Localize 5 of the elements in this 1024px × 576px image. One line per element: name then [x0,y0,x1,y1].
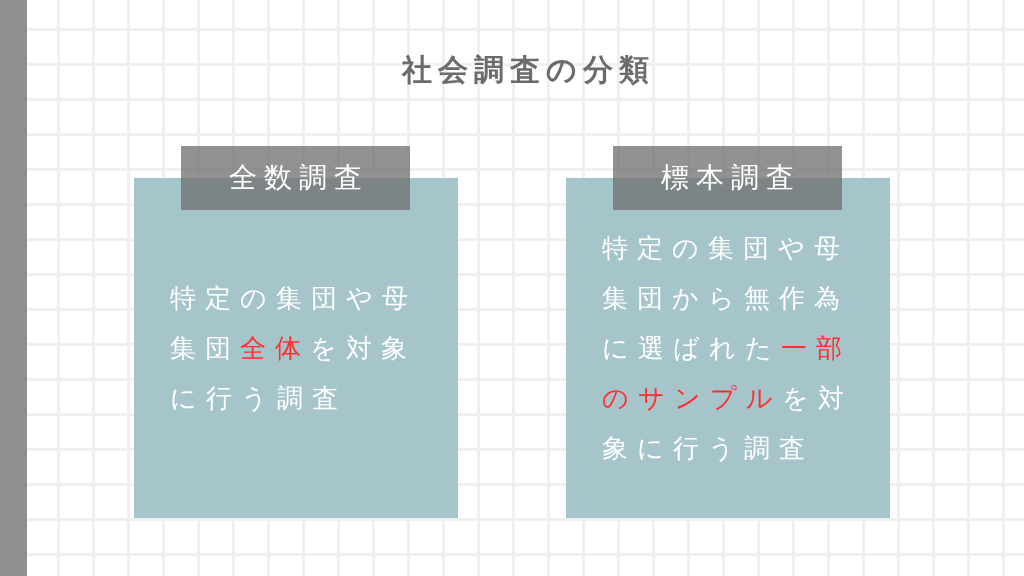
heading-tab: 標本調査 [613,146,842,210]
description-text: 特定の集団や母集団全体を対象に行う調査 [170,282,418,415]
page-title: 社会調査の分類 [400,51,655,89]
description-text: 特定の集団や母集団から無作為に選ばれた一部のサンプルを対象に行う調査 [602,232,854,465]
heading-tab: 全数調査 [181,146,410,210]
